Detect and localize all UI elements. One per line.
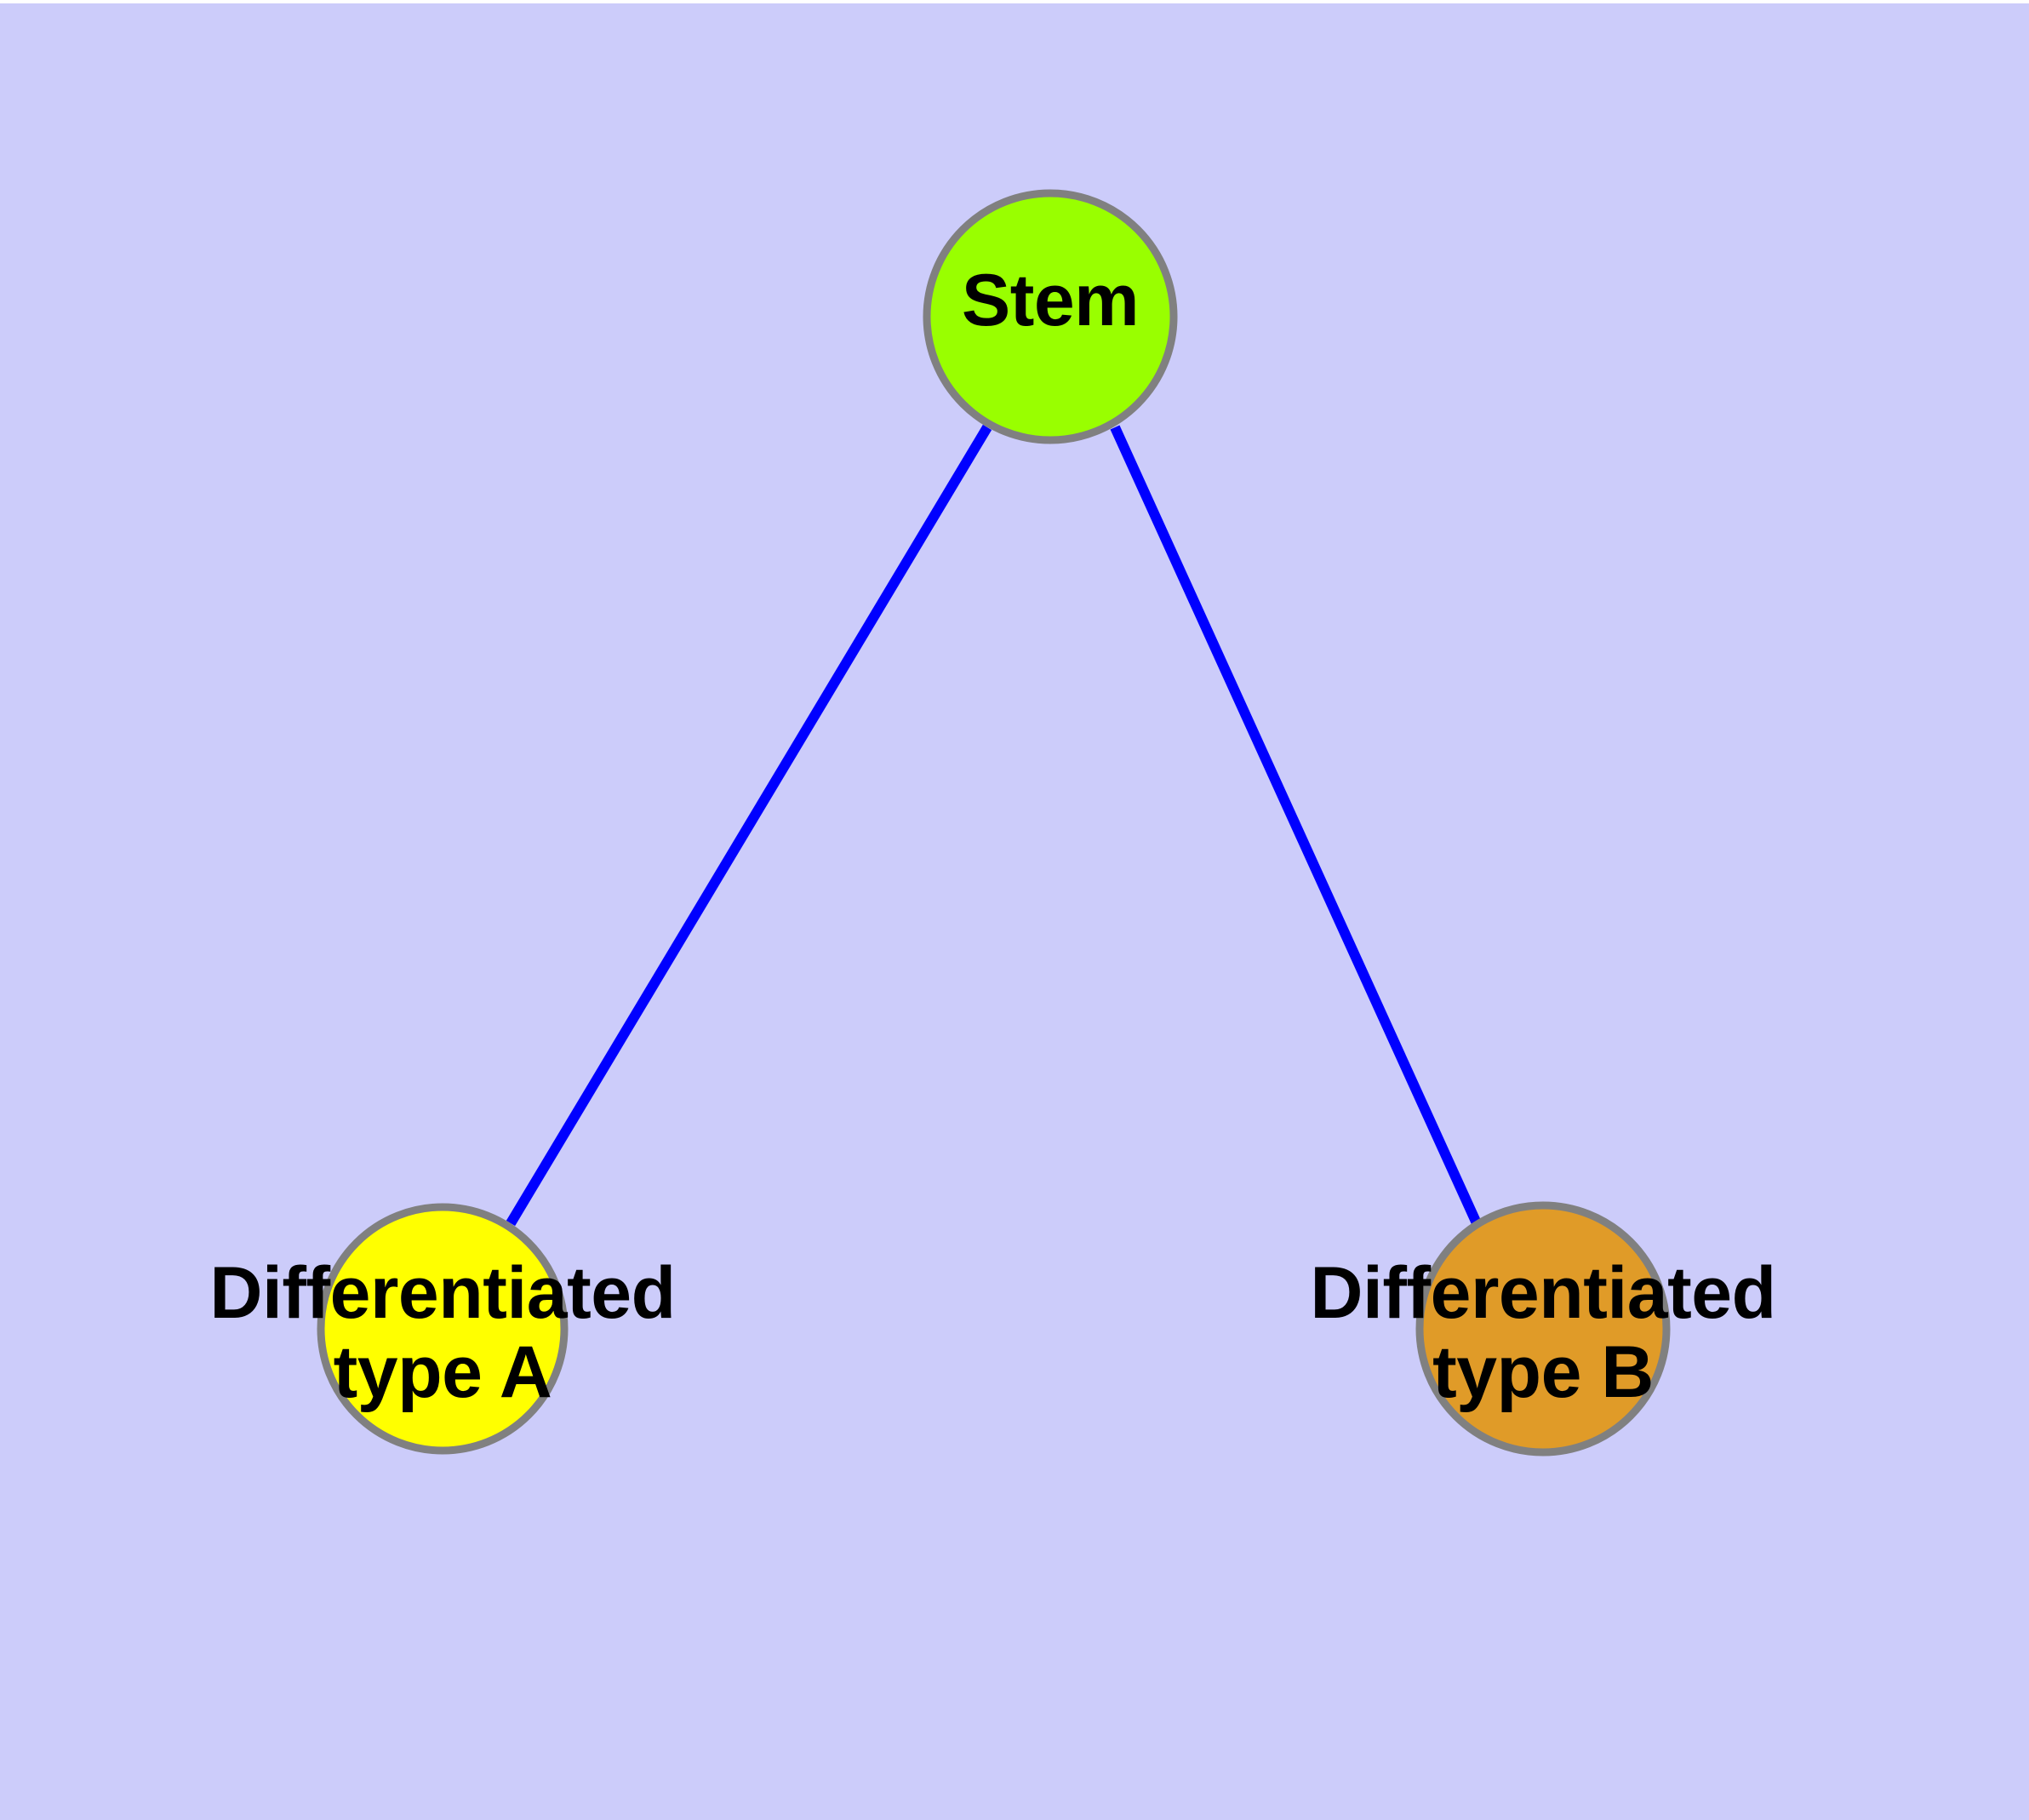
edges-layer xyxy=(506,424,1482,1227)
node-differentiated-type-b[interactable] xyxy=(1415,1201,1671,1457)
node-stem[interactable] xyxy=(923,189,1178,444)
nodes-layer xyxy=(317,189,1671,1457)
edge-stem-to-type-b xyxy=(1110,425,1482,1226)
edge-stem-to-type-a xyxy=(506,424,992,1227)
node-differentiated-type-a[interactable] xyxy=(317,1203,569,1455)
